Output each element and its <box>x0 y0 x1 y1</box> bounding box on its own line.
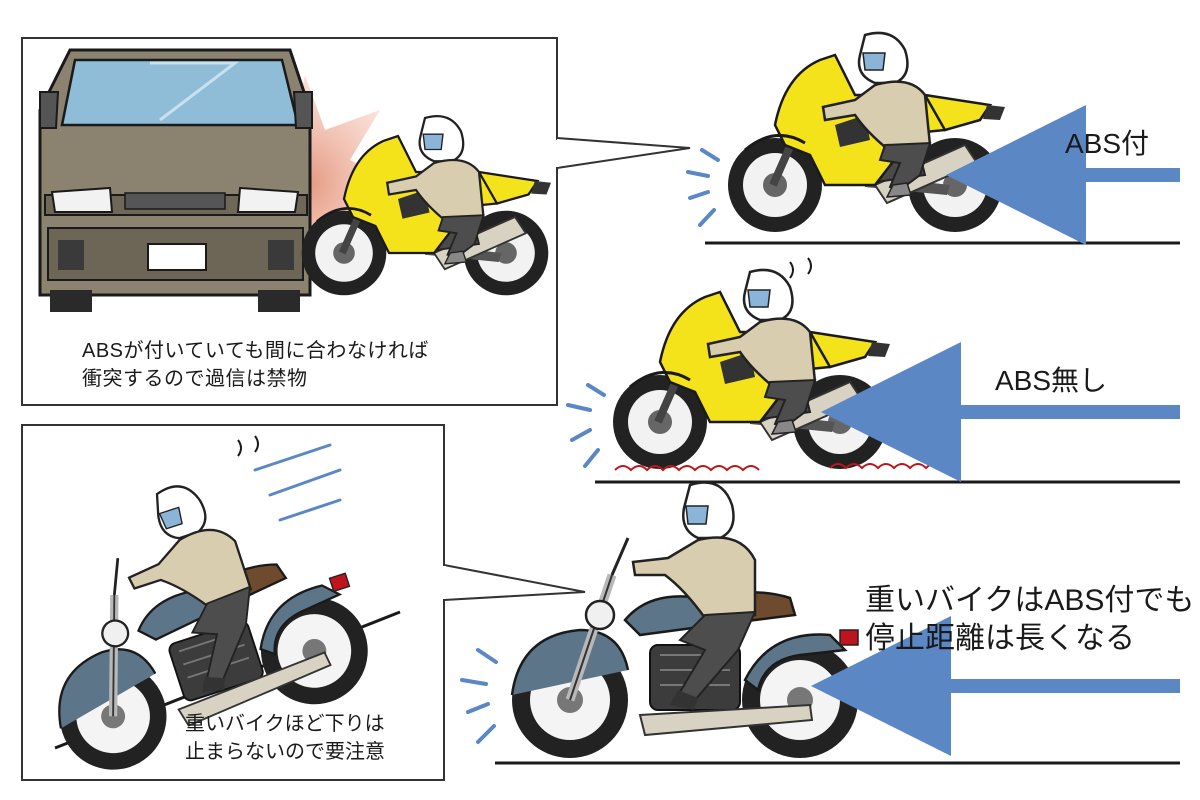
speed-lines <box>253 443 342 522</box>
van-icon <box>38 48 313 312</box>
abs-without-scene: ABS無し <box>566 257 1180 484</box>
skid-marks-front <box>614 465 760 472</box>
worry-marks <box>237 435 259 457</box>
sport-motorcycle-icon <box>728 33 1005 232</box>
braking-motion-lines <box>460 648 498 744</box>
abs-without-label: ABS無し <box>995 365 1107 396</box>
abs-with-scene: ABS付 <box>686 33 1180 245</box>
sport-motorcycle-icon <box>613 270 890 469</box>
worry-marks <box>789 257 812 279</box>
braking-motion-lines <box>686 148 720 227</box>
downhill-caption-line2: 止まらないので要注意 <box>185 740 385 763</box>
collision-caption-line2: 衝突するので過信は禁物 <box>82 367 308 390</box>
downhill-caption-line1: 重いバイクほど下りは <box>185 712 385 735</box>
collision-callout-pointer <box>556 137 691 169</box>
cruiser-motorcycle-icon <box>512 483 858 759</box>
braking-motion-lines <box>566 383 606 468</box>
collision-panel: ABSが付いていても間に合わなければ 衝突するので過信は禁物 <box>21 37 691 406</box>
collision-caption-line1: ABSが付いていても間に合わなければ <box>82 339 429 362</box>
downhill-callout-pointer <box>443 564 586 601</box>
downhill-panel: 重いバイクほど下りは 止まらないので要注意 <box>1 424 586 784</box>
heavy-bike-label-line1: 重いバイクはABS付でも <box>865 584 1194 617</box>
abs-with-label: ABS付 <box>1065 128 1149 159</box>
heavy-bike-scene: 重いバイクはABS付でも 停止距離は長くなる <box>460 483 1194 765</box>
heavy-bike-label-line2: 停止距離は長くなる <box>865 622 1135 655</box>
